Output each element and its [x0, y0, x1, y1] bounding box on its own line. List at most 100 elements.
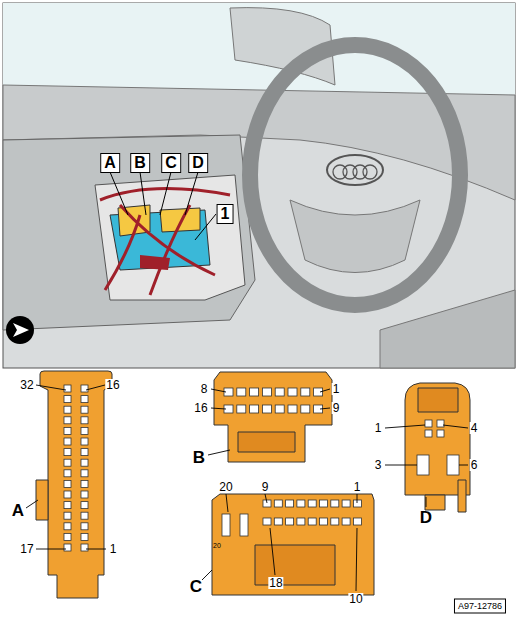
pin-number: 1 [353, 481, 362, 493]
pin-hole [64, 449, 71, 456]
callout-leaders [110, 172, 216, 240]
pin-hole [320, 518, 328, 525]
pin-hole [308, 500, 316, 507]
pin-hole [320, 500, 328, 507]
pin-hole [81, 512, 88, 519]
pin-number: 9 [261, 481, 270, 493]
pin-hole [425, 430, 432, 437]
pin-hole [64, 459, 71, 466]
pin-hole [81, 417, 88, 424]
pin-number: 1 [109, 543, 118, 555]
pin-hole [286, 500, 294, 507]
callout-letter: B [130, 153, 150, 173]
pin-hole [64, 533, 71, 540]
pin-hole [81, 427, 88, 434]
pin-number: 16 [193, 402, 208, 414]
pin-hole [353, 518, 361, 525]
pin-hole [64, 480, 71, 487]
pin-hole [64, 438, 71, 445]
connector-label: A [12, 502, 24, 519]
figure-reference: A97-12786 [454, 599, 506, 614]
pin-hole [297, 518, 305, 525]
pin-hole [64, 417, 71, 424]
pin-hole [275, 388, 284, 396]
pin-number: 16 [105, 379, 120, 391]
pin-hole [240, 514, 248, 536]
pin-hole [64, 523, 71, 530]
pin-hole [222, 514, 230, 536]
interior-view [3, 3, 515, 368]
pin-hole [64, 512, 71, 519]
pin-hole [437, 430, 444, 437]
pin-number: 6 [470, 459, 479, 471]
pin-hole [64, 491, 71, 498]
pin-hole [275, 405, 284, 413]
pin-hole [81, 385, 88, 392]
pin-hole [425, 420, 432, 427]
pin-hole [237, 405, 246, 413]
pin-number: 4 [470, 422, 479, 434]
pin-hole [331, 518, 339, 525]
pin-number: 18 [268, 577, 283, 589]
pin-hole [301, 405, 310, 413]
pin-number: 1 [374, 422, 383, 434]
pin-hole [81, 544, 88, 551]
pin-hole [331, 500, 339, 507]
pin-hole [262, 388, 271, 396]
pin-hole [274, 500, 282, 507]
pin-hole [262, 405, 271, 413]
callout-number: 1 [217, 204, 234, 224]
pin-hole [81, 459, 88, 466]
pin-hole [301, 388, 310, 396]
pin-hole [250, 405, 259, 413]
pin-number: 3 [374, 459, 383, 471]
pin-number: 1 [332, 383, 341, 395]
callout-letter: D [188, 153, 208, 173]
pin-hole [81, 480, 88, 487]
pin-hole [297, 500, 305, 507]
pin-hole [81, 406, 88, 413]
pin-hole [250, 388, 259, 396]
callout-letter: A [100, 153, 120, 173]
pin-holes [64, 385, 459, 551]
pin-hole [286, 518, 294, 525]
pin-number: 20 [218, 481, 233, 493]
pin-hole [263, 518, 271, 525]
pin-leaders [26, 385, 468, 591]
pin-hole [417, 455, 429, 475]
pin-hole [81, 523, 88, 530]
pin-hole [308, 518, 316, 525]
pin-hole [64, 470, 71, 477]
pin-hole [81, 449, 88, 456]
pin-hole [288, 405, 297, 413]
pin-hole [81, 502, 88, 509]
pin-hole [81, 533, 88, 540]
pin-hole [64, 427, 71, 434]
pin-hole [81, 396, 88, 403]
pin-hole [342, 500, 350, 507]
pin-hole [64, 544, 71, 551]
pin-hole [64, 502, 71, 509]
pin-hole [342, 518, 350, 525]
connector-label: B [193, 449, 205, 466]
pin-hole [81, 491, 88, 498]
pin-hole [81, 470, 88, 477]
connector-label: D [420, 509, 432, 526]
callout-letter: C [161, 153, 181, 173]
pin-hole [237, 388, 246, 396]
pin-number: 17 [19, 543, 34, 555]
pin-hole [64, 396, 71, 403]
pin-number: 9 [332, 402, 341, 414]
pin-hole [288, 388, 297, 396]
pin-hole [81, 438, 88, 445]
pin-hole [274, 518, 282, 525]
pin-hole [447, 455, 459, 475]
pin-hole [437, 420, 444, 427]
connector-label: C [190, 578, 202, 595]
pin-number: 32 [19, 379, 34, 391]
pin-number: 8 [200, 383, 209, 395]
pin-number: 10 [348, 593, 363, 605]
connector-housings [36, 371, 470, 598]
pin-hole [64, 385, 71, 392]
